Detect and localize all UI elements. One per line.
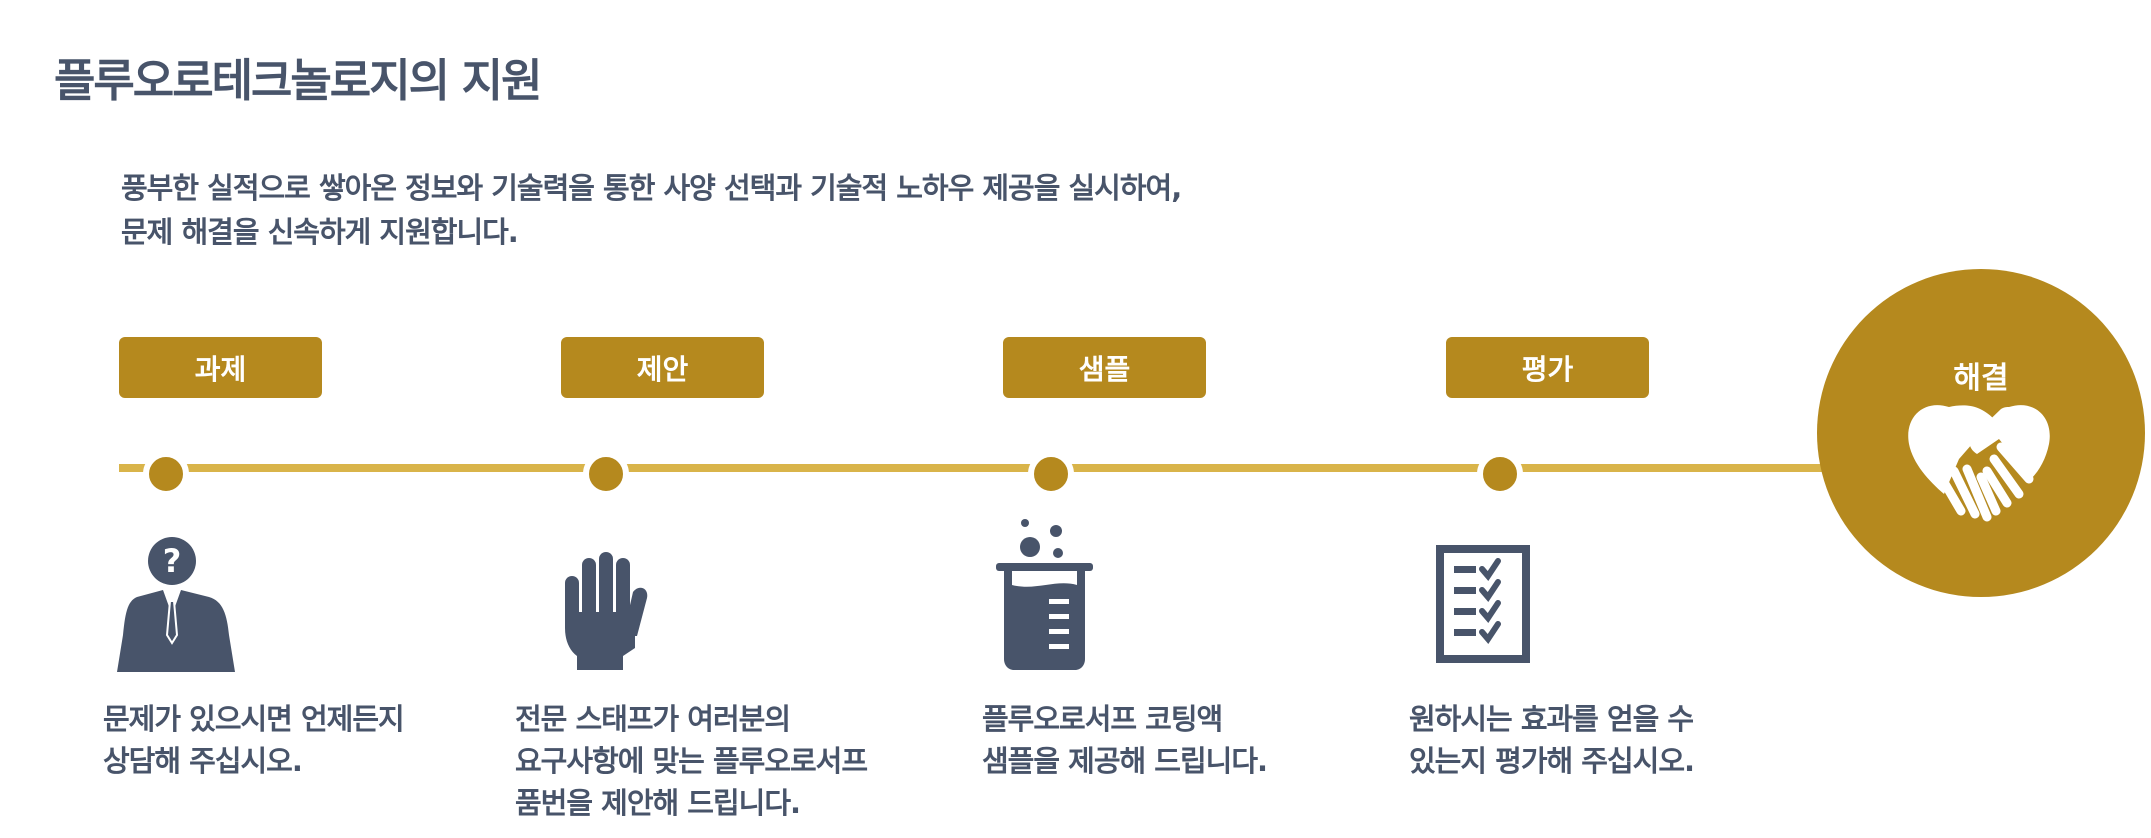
intro-text: 풍부한 실적으로 쌓아온 정보와 기술력을 통한 사양 선택과 기술적 노하우 … — [121, 166, 1182, 254]
desc-line: 원하시는 효과를 얻을 수 — [1409, 702, 1694, 736]
timeline-dot — [143, 451, 189, 497]
step-tag-proposal: 제안 — [561, 337, 764, 398]
intro-line-2: 문제 해결을 신속하게 지원합니다. — [121, 215, 519, 249]
desc-line: 요구사항에 맞는 플루오로서프 — [515, 744, 868, 778]
result-label: 해결 — [1953, 361, 2009, 396]
handshake-heart-icon — [1908, 405, 2050, 522]
step-desc-evaluation: 원하시는 효과를 얻을 수 있는지 평가해 주십시오. — [1409, 698, 1695, 782]
desc-line: 전문 스태프가 여러분의 — [515, 702, 791, 736]
intro-line-1: 풍부한 실적으로 쌓아온 정보와 기술력을 통한 사양 선택과 기술적 노하우 … — [121, 171, 1182, 205]
step-desc-issue: 문제가 있으시면 언제든지 상담해 주십시오. — [103, 698, 405, 782]
desc-line: 문제가 있으시면 언제든지 — [103, 702, 405, 736]
timeline-dot — [1028, 451, 1074, 497]
timeline-dot — [1477, 451, 1523, 497]
svg-text:?: ? — [163, 542, 182, 580]
result-circle: 해결 — [1817, 269, 2145, 597]
timeline-line — [119, 464, 1829, 472]
desc-line: 있는지 평가해 주십시오. — [1409, 744, 1695, 778]
beaker-icon — [996, 519, 1093, 670]
timeline-dot — [583, 451, 629, 497]
hand-icon — [565, 552, 648, 670]
step-desc-proposal: 전문 스태프가 여러분의 요구사항에 맞는 플루오로서프 품번을 제안해 드립니… — [515, 698, 868, 824]
page-title: 플루오로테크놀로지의 지원 — [54, 54, 542, 107]
desc-line: 품번을 제안해 드립니다. — [515, 786, 801, 820]
step-desc-sample: 플루오로서프 코팅액 샘플을 제공해 드립니다. — [982, 698, 1268, 782]
consultant-question-icon: ? — [117, 537, 235, 672]
checklist-icon — [1436, 545, 1530, 663]
desc-line: 샘플을 제공해 드립니다. — [982, 744, 1268, 778]
step-tag-sample: 샘플 — [1003, 337, 1206, 398]
step-tag-issue: 과제 — [119, 337, 322, 398]
desc-line: 플루오로서프 코팅액 — [982, 702, 1223, 736]
step-tag-evaluation: 평가 — [1446, 337, 1649, 398]
desc-line: 상담해 주십시오. — [103, 744, 303, 778]
